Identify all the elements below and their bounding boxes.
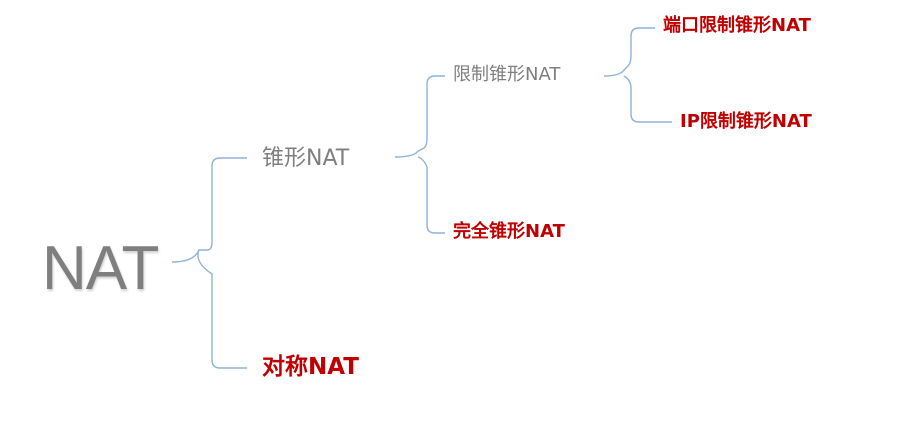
restricted-cone-bracket [603, 27, 672, 123]
node-port-restricted-cone-nat: 端口限制锥形NAT [663, 15, 811, 36]
cone-bracket [394, 75, 445, 234]
node-restricted-cone-nat: 限制锥形NAT [453, 64, 561, 85]
node-ip-restricted-cone-nat: IP限制锥形NAT [680, 111, 812, 132]
node-full-cone-nat: 完全锥形NAT [453, 221, 565, 242]
node-symmetric-nat: 对称NAT [262, 354, 359, 380]
root-node-nat: NAT [42, 234, 159, 303]
root-bracket [171, 157, 247, 369]
node-cone-nat: 锥形NAT [262, 146, 350, 171]
